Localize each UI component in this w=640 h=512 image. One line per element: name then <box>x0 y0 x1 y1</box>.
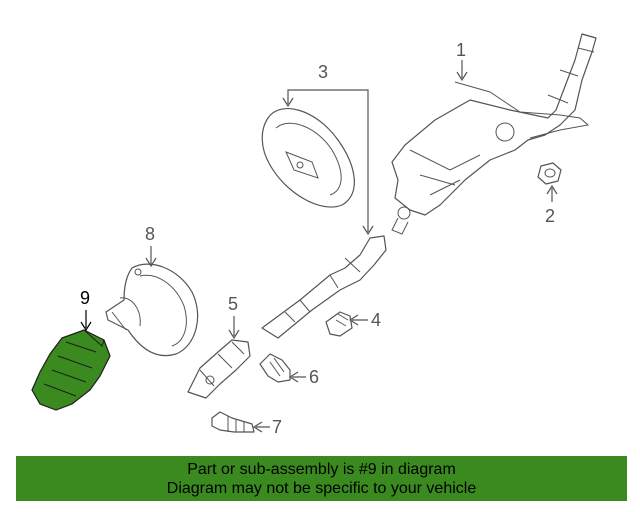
callout-4-leader <box>348 314 368 326</box>
part-6-bolt[interactable] <box>259 353 291 383</box>
callout-9-label: 9 <box>80 288 90 308</box>
part-intermediate-shaft[interactable] <box>261 235 387 339</box>
banner-line-1: Part or sub-assembly is #9 in diagram <box>187 460 456 478</box>
part-1-steering-column[interactable] <box>391 33 597 235</box>
callout-8[interactable]: 8 <box>145 224 157 268</box>
part-3-shield[interactable] <box>261 108 355 208</box>
part-8-boot-seal[interactable] <box>105 263 199 357</box>
part-4-bolt[interactable] <box>325 311 353 337</box>
part-9-boot[interactable] <box>31 329 111 411</box>
callout-1-leader <box>456 60 468 82</box>
callout-3-label: 3 <box>318 62 328 82</box>
info-banner: Part or sub-assembly is #9 in diagram Di… <box>16 456 627 501</box>
callout-8-leader <box>145 246 157 268</box>
callout-7-leader <box>252 421 270 433</box>
callout-2[interactable]: 2 <box>545 184 558 226</box>
callout-5[interactable]: 5 <box>228 294 240 340</box>
part-7-bolt[interactable] <box>211 411 255 433</box>
part-5-universal-joint[interactable] <box>187 339 251 399</box>
callout-7[interactable]: 7 <box>252 417 282 437</box>
callout-6[interactable]: 6 <box>288 367 319 387</box>
callout-5-label: 5 <box>228 294 238 314</box>
banner-line-2: Diagram may not be specific to your vehi… <box>166 479 477 497</box>
callout-4-label: 4 <box>371 310 381 330</box>
callout-7-label: 7 <box>272 417 282 437</box>
callout-5-leader <box>228 316 240 340</box>
callout-6-leader <box>288 371 306 383</box>
callout-1[interactable]: 1 <box>456 40 468 82</box>
banner-background <box>16 456 627 501</box>
callout-6-label: 6 <box>309 367 319 387</box>
callout-2-leader <box>546 184 558 202</box>
callout-4[interactable]: 4 <box>348 310 381 330</box>
callout-9[interactable]: 9 <box>80 288 92 332</box>
callout-8-label: 8 <box>145 224 155 244</box>
callout-3[interactable]: 3 <box>282 62 374 236</box>
part-2-nut[interactable] <box>537 162 562 185</box>
callout-3-leader <box>282 89 374 236</box>
callout-9-leader <box>80 310 92 332</box>
callout-1-label: 1 <box>456 40 466 60</box>
callout-2-label: 2 <box>545 206 555 226</box>
